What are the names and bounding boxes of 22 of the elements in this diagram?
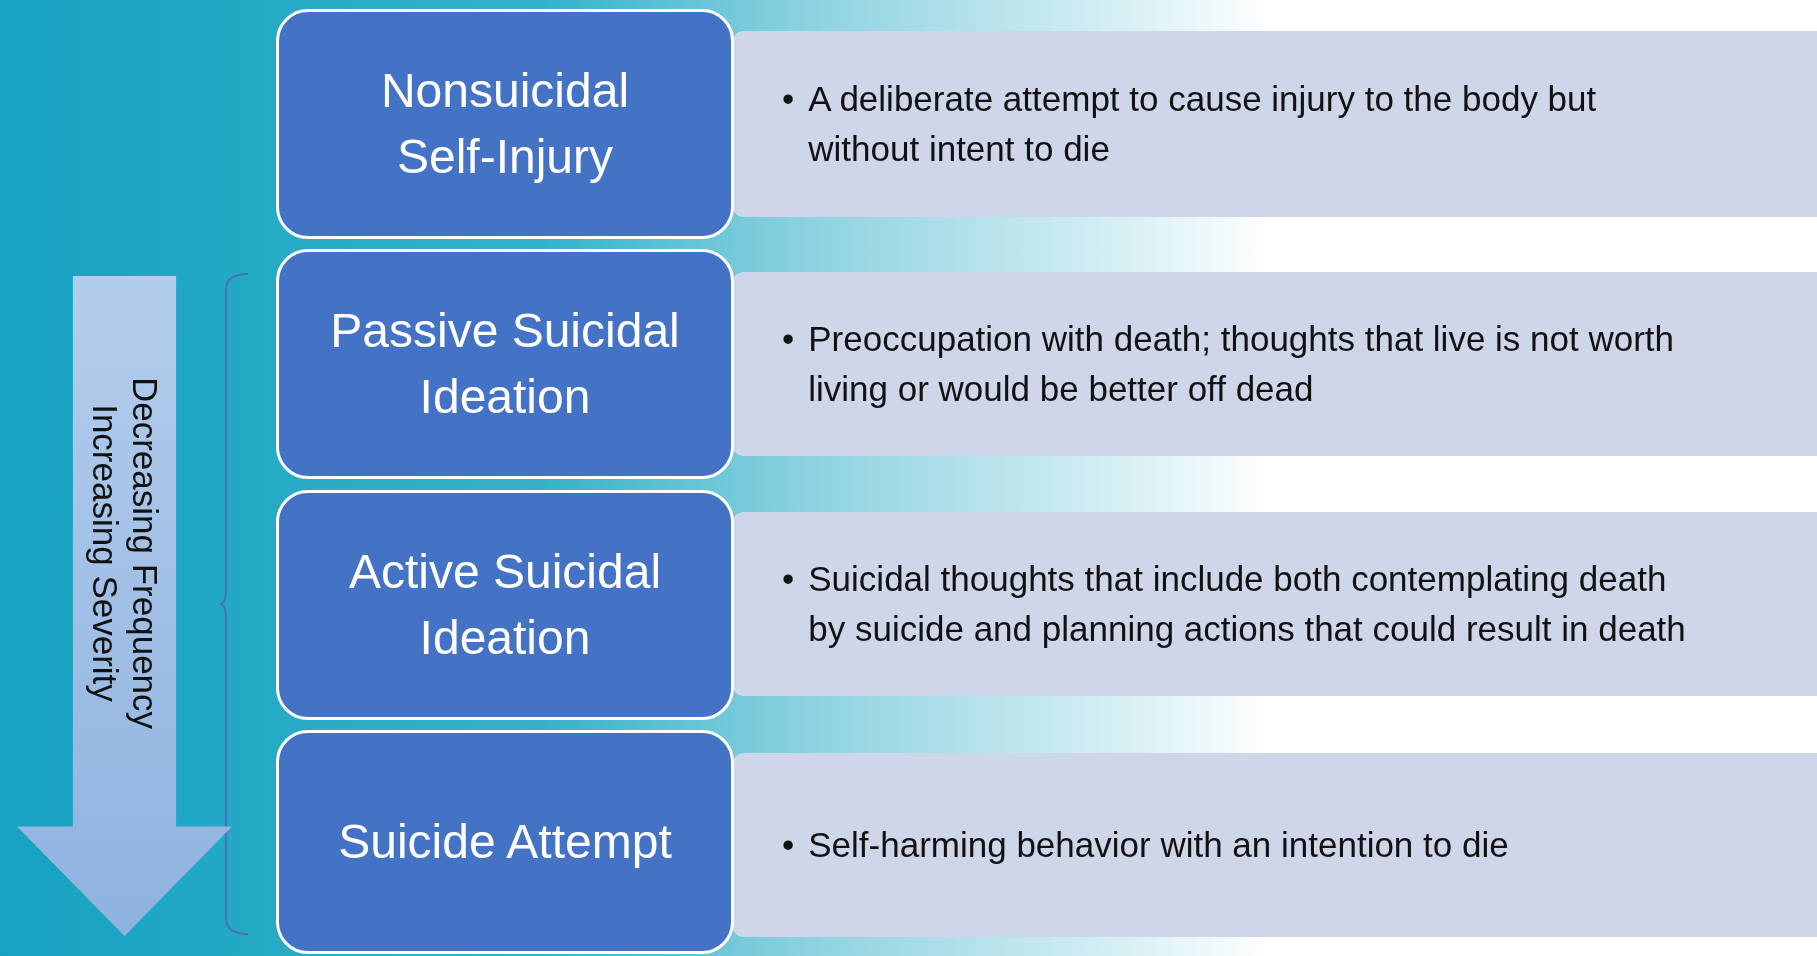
stage-box [276, 730, 734, 954]
stage-title: Active Suicidal Ideation [347, 544, 663, 666]
description-panel [732, 512, 1817, 696]
stage-box [276, 249, 734, 479]
description-panel [732, 272, 1817, 456]
stage-title: Suicide Attempt [338, 814, 672, 870]
rotated-label: Increasing Severity [84, 404, 125, 702]
bullet-marker: • [782, 824, 795, 866]
stage-title: Passive Suicidal Ideation [329, 303, 681, 425]
description-panel [732, 31, 1817, 217]
bullet-marker: • [782, 558, 795, 600]
description-panel [732, 753, 1817, 937]
description-text: A deliberate attempt to cause injury to the body but without intent to die [808, 78, 1598, 170]
bullet-marker: • [782, 318, 795, 360]
stage-title: Nonsuicidal Self-Injury [379, 63, 631, 185]
description-text: Self-harming behavior with an intention to die [808, 824, 1509, 866]
description-text: Suicidal thoughts that include both contemplating death by suicide and planning actions that could result in death [808, 558, 1687, 650]
stage-box [276, 9, 734, 239]
bullet-marker: • [782, 78, 795, 120]
stage-box [276, 490, 734, 720]
description-text: Preoccupation with death; thoughts that live is not worth living or would be better off dead [808, 318, 1676, 410]
rotated-label: Decreasing Frequency [124, 377, 165, 730]
